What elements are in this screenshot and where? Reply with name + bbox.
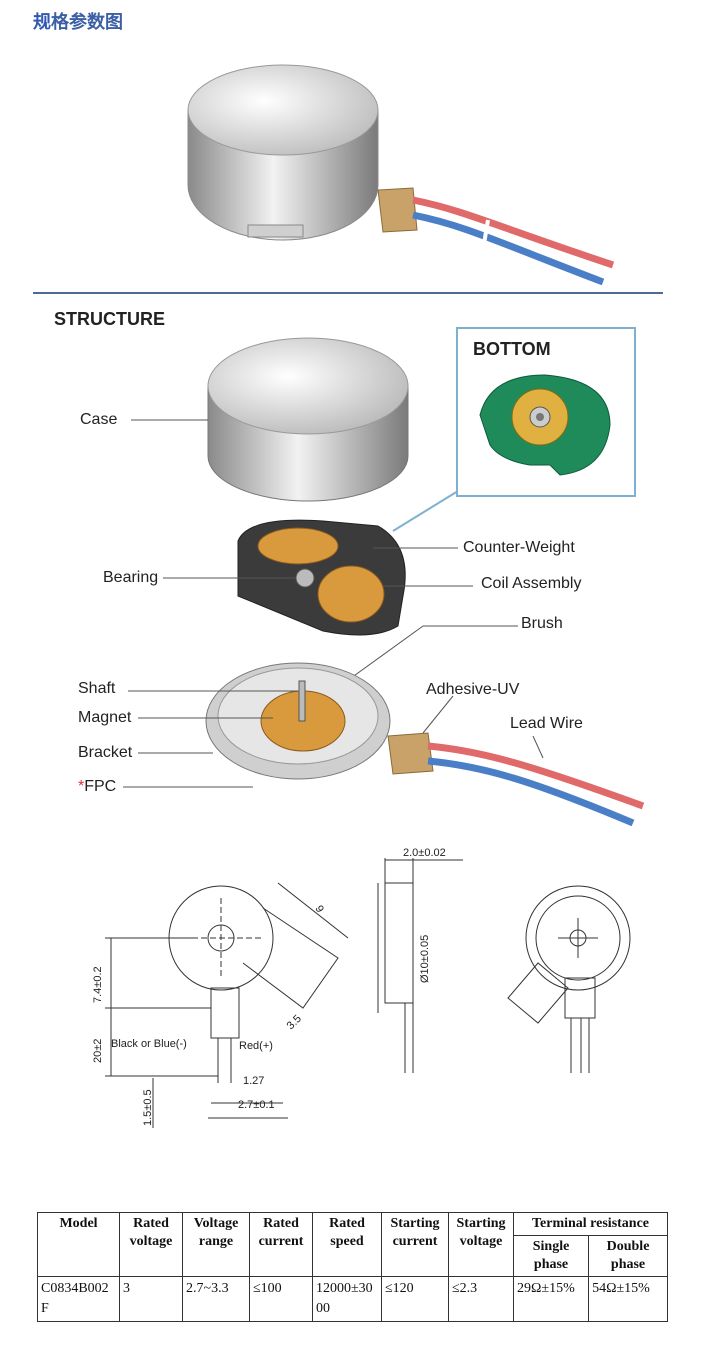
cell-single-phase: 29Ω±15%	[512, 1276, 590, 1322]
th-starting-current: Starting current	[381, 1212, 449, 1277]
label-adhesive-uv: Adhesive-UV	[426, 681, 520, 698]
dim-20: 20±2	[92, 1039, 104, 1063]
th-voltage-range: Voltage range	[182, 1212, 250, 1277]
bottom-view-title: BOTTOM	[473, 339, 551, 359]
label-coil-assembly: Coil Assembly	[481, 575, 582, 592]
cell-rated-speed: 12000±3000	[312, 1276, 382, 1322]
label-fpc: *FPC	[78, 778, 116, 796]
th-rated-voltage: Rated voltage	[119, 1212, 183, 1277]
th-rated-speed: Rated speed	[312, 1212, 382, 1277]
dimension-drawing: 2.0±0.02 Ø10±0.05 9 7.4±0.2 3.5 20±2 1.5…	[92, 847, 631, 1128]
label-magnet: Magnet	[78, 709, 132, 726]
cell-rated-voltage: 3	[119, 1276, 183, 1322]
th-starting-voltage: Starting voltage	[448, 1212, 514, 1277]
label-case: Case	[80, 411, 118, 428]
cell-starting-voltage: ≤2.3	[448, 1276, 514, 1322]
dim-thickness: 2.0±0.02	[403, 847, 446, 859]
dim-7-4: 7.4±0.2	[92, 966, 104, 1003]
label-fpc-mark: *	[78, 778, 85, 795]
label-black-or-blue: Black or Blue(-)	[111, 1038, 187, 1050]
cell-voltage-range: 2.7~3.3	[182, 1276, 250, 1322]
structure-exploded-illustration	[123, 337, 645, 826]
section-divider	[33, 292, 663, 294]
pcb-bottom-illustration	[479, 374, 611, 476]
cell-model: C0834B002F	[37, 1276, 120, 1322]
label-fpc-text: FPC	[84, 778, 117, 795]
cell-starting-current: ≤120	[381, 1276, 449, 1322]
dim-1-27: 1.27	[243, 1075, 264, 1087]
th-terminal-resistance: Terminal resistance	[513, 1212, 668, 1236]
dim-3-5: 3.5	[285, 1013, 304, 1032]
th-single-phase: Single phase	[512, 1235, 590, 1277]
th-model: Model	[37, 1212, 120, 1277]
structure-title: STRUCTURE	[54, 309, 165, 329]
page-heading-first-char: 规	[33, 12, 51, 33]
label-bearing: Bearing	[103, 569, 159, 586]
label-shaft: Shaft	[78, 680, 116, 697]
label-red: Red(+)	[239, 1040, 273, 1052]
motor-hero-illustration	[187, 64, 615, 286]
label-bracket: Bracket	[78, 744, 133, 761]
page-heading: 规格参数图	[33, 8, 123, 34]
cell-rated-current: ≤100	[249, 1276, 313, 1322]
cell-double-phase: 54Ω±15%	[588, 1276, 668, 1322]
th-double-phase: Double phase	[588, 1235, 668, 1277]
spec-table: Model Rated voltage Voltage range Rated …	[37, 1212, 668, 1322]
label-lead-wire: Lead Wire	[510, 715, 583, 732]
page-heading-rest: 格参数图	[51, 12, 123, 33]
dim-1-5: 1.5±0.5	[142, 1089, 154, 1126]
th-rated-current: Rated current	[249, 1212, 313, 1277]
label-counter-weight: Counter-Weight	[463, 539, 575, 556]
dim-diameter: Ø10±0.05	[419, 935, 431, 983]
label-brush: Brush	[521, 615, 563, 632]
dim-9: 9	[312, 904, 325, 915]
dim-2-7: 2.7±0.1	[238, 1099, 275, 1111]
